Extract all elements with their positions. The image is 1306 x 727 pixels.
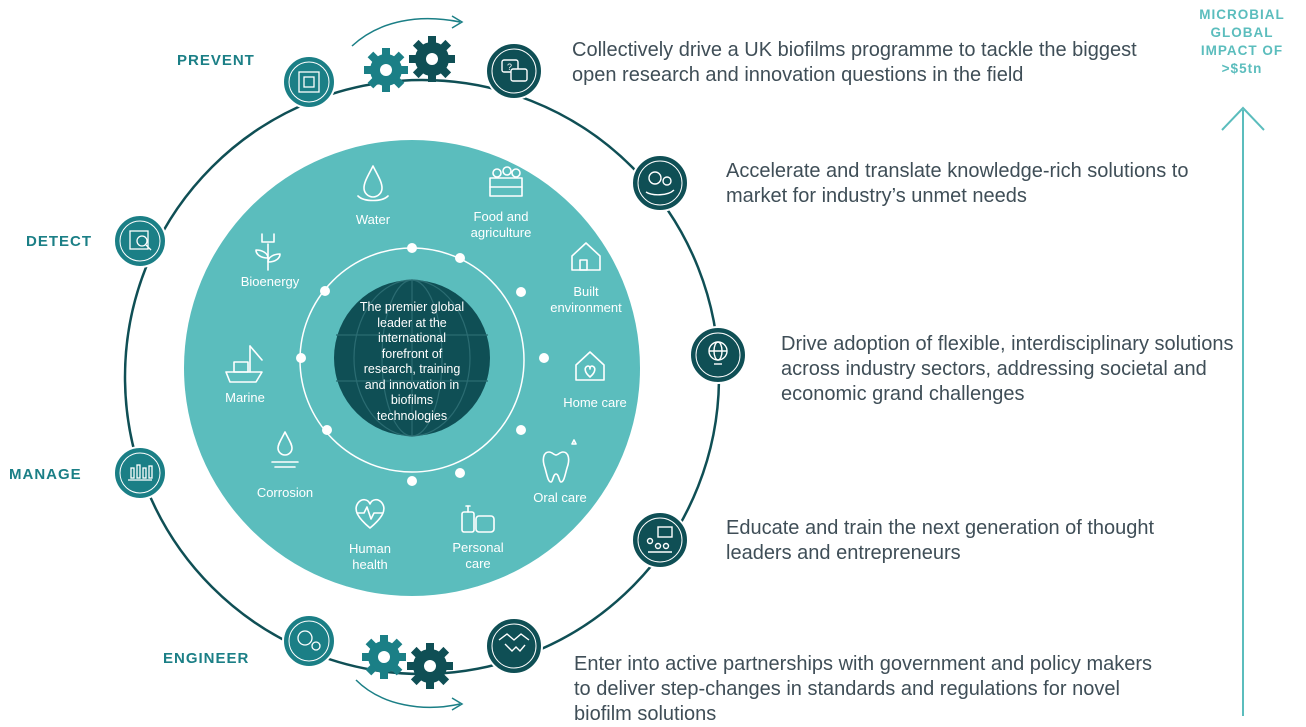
outcome-text: Drive adoption of flexible, interdiscipl… [781,333,1234,405]
impact-label: MICROBIAL GLOBAL IMPACT OF >$5tn [1199,7,1285,76]
house-leaf-icon [571,242,601,271]
sector-label-oral: Oral care [533,490,587,505]
outcome-text: Educate and train the next generation of… [726,517,1155,564]
sector-label-water: Water [355,212,391,227]
chip-icon [298,71,320,93]
sector-label-personal: Personal care [452,540,504,571]
outcome-text: Accelerate and translate knowledge-rich … [726,160,1189,207]
inner-ring-dots [296,243,549,486]
svg-text:?: ? [507,62,512,72]
biofilm-icon [128,464,153,481]
center-mission-text: The premier global leader at the interna… [359,300,465,423]
gears-icon [355,635,464,711]
bottles-icon [461,505,495,533]
outcome-text: Enter into active partnerships with gove… [574,653,1153,725]
lightbulb-globe-icon [708,341,728,365]
arrow-up-icon [1221,106,1265,716]
sector-label-human: Human health [349,541,391,572]
sector-label-food: Food and agriculture [470,209,532,240]
stage-label-manage: MANAGE [9,466,82,483]
handshake-icon [498,633,530,653]
chip-magnify-icon [129,230,152,251]
hand-gears-icon [645,171,675,196]
sector-label-corrosion: Corrosion [256,485,314,500]
stage-label-detect: DETECT [26,233,92,250]
sector-label-marine: Marine [225,390,265,405]
house-heart-icon [575,351,605,381]
sector-label-home: Home care [563,395,627,410]
question-chat-icon: ? [501,59,528,82]
engineer-icon [297,630,321,651]
outcome-icons: ? [485,42,747,675]
presentation-icon [646,526,673,553]
gears-icon [351,15,464,92]
water-drop-icon [357,165,389,202]
ship-icon [225,345,263,383]
stage-icons [113,55,336,668]
heart-pulse-icon [355,498,385,529]
globe-lines-icon [336,279,488,437]
crate-icon [489,166,523,197]
corrosion-drop-icon [271,431,299,468]
outcome-text: Collectively drive a UK biofilms program… [572,39,1137,86]
tooth-icon [542,439,577,483]
sector-label-built: Built environment [550,284,622,315]
plant-plug-icon [255,233,281,271]
sector-label-bioenergy: Bioenergy [240,274,300,289]
stage-label-engineer: ENGINEER [163,650,250,667]
stage-label-prevent: PREVENT [177,52,255,69]
